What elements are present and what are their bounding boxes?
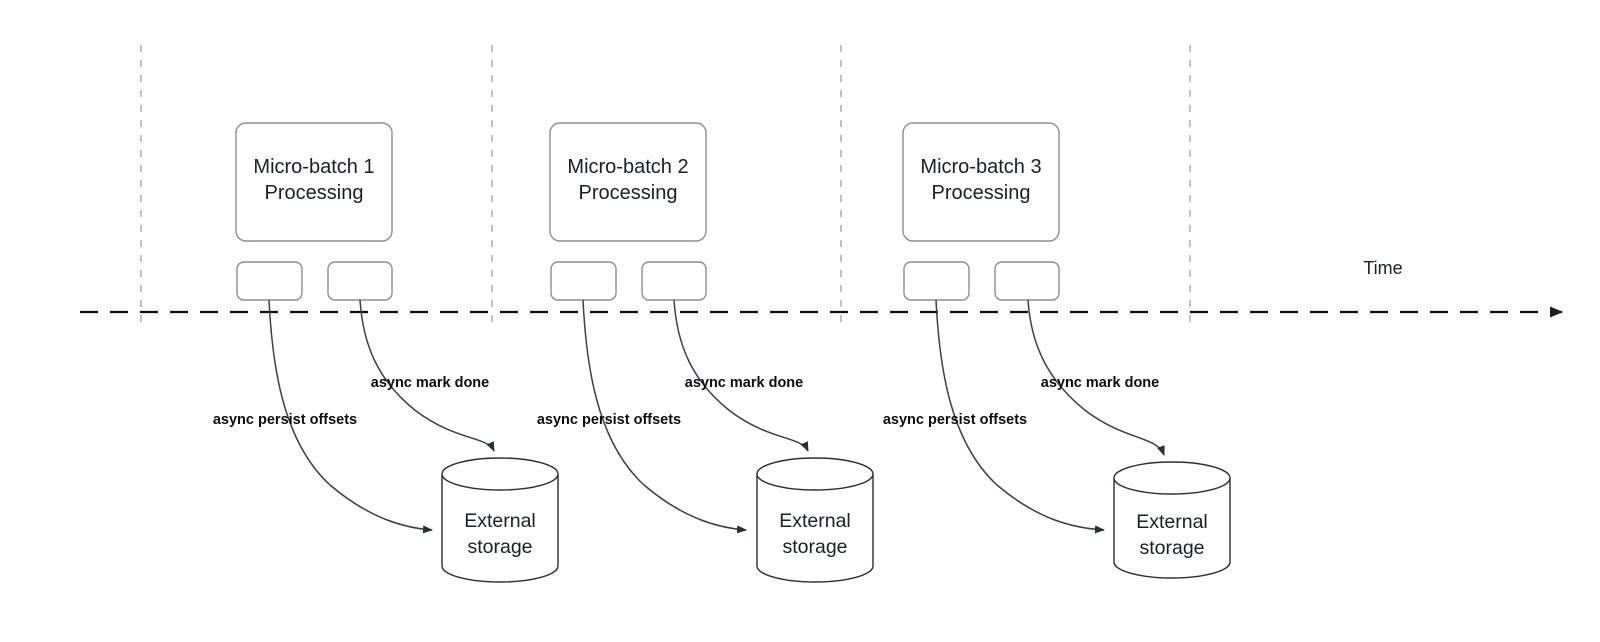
group-3-storage-label-line2: storage [1139,537,1204,559]
time-axis-label: Time [1363,258,1402,278]
group-3-mark-done-arrow [1027,299,1165,456]
group-1-persist-offsets-label: async persist offsets [213,412,357,428]
group-1-mark-done-label: async mark done [371,375,489,391]
group-3: Micro-batch 3 Processing async persist o… [883,122,1231,579]
micro-batch-3-box[interactable] [902,122,1060,242]
micro-batch-3-label-line2: Processing [932,182,1031,204]
group-2-storage-label-line1: External [779,510,851,532]
micro-batch-1-label-line2: Processing [265,182,364,204]
micro-batch-1-mini-box-left[interactable] [236,261,303,301]
group-3-persist-offsets-arrow [935,299,1105,534]
micro-batch-2-label-line2: Processing [579,182,678,204]
micro-batch-3-mini-box-left[interactable] [903,261,970,301]
group-2-persist-offsets-arrow [582,299,747,534]
micro-batch-3-mini-box-right[interactable] [994,261,1060,301]
micro-batch-2-mini-box-left[interactable] [550,261,617,301]
group-2-mark-done-label: async mark done [685,375,803,391]
micro-batch-1-box[interactable] [235,122,393,242]
group-2-storage-label-line2: storage [782,536,847,558]
micro-batch-2-label-line1: Micro-batch 2 [567,156,688,178]
micro-batch-1-label-line1: Micro-batch 1 [253,156,374,178]
micro-batch-2-mini-box-right[interactable] [641,261,707,301]
micro-batch-2-box[interactable] [549,122,707,242]
group-2-external-storage[interactable]: External storage [756,457,874,583]
group-1-persist-offsets-arrow [268,299,433,534]
micro-batch-1-mini-box-right[interactable] [327,261,393,301]
group-2: Micro-batch 2 Processing async persist o… [537,122,874,583]
group-2-persist-offsets-label: async persist offsets [537,412,681,428]
group-1-storage-label-line1: External [464,510,536,532]
group-1-storage-label-line2: storage [467,536,532,558]
group-1-mark-done-arrow [359,299,495,452]
group-1: Micro-batch 1 Processing async persist o… [213,122,559,583]
micro-batch-3-label-line1: Micro-batch 3 [920,156,1041,178]
group-3-persist-offsets-label: async persist offsets [883,412,1027,428]
group-2-mark-done-arrow [673,299,809,452]
group-3-storage-label-line1: External [1136,511,1208,533]
group-3-external-storage[interactable]: External storage [1113,461,1231,579]
group-3-mark-done-label: async mark done [1041,375,1159,391]
group-1-external-storage[interactable]: External storage [441,457,559,583]
